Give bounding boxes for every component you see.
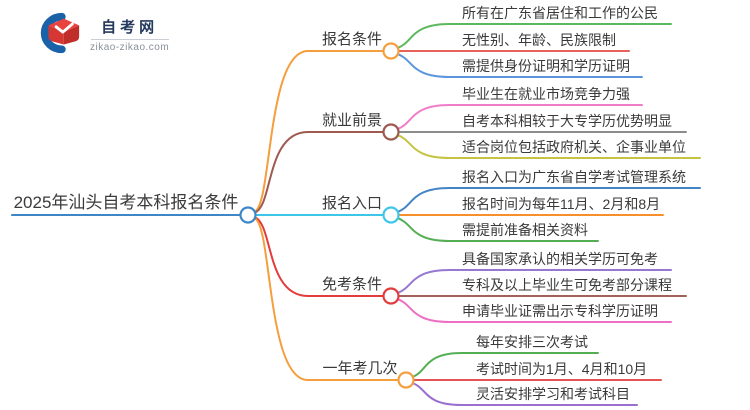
leaf-node: 毕业生在就业市场竞争力强 [462,86,630,102]
branch-label-registration-entrance: 报名入口 [321,195,382,212]
leaf-line [396,134,701,159]
branch-line-employment-prospects [254,131,385,214]
leaf-node: 报名时间为每年11月、2月和8月 [462,196,661,212]
site-name: 自考网 [101,18,159,36]
leaf-node: 需提前准备相关资料 [462,222,588,238]
leaf-line [411,382,638,406]
branch-label-registration-conditions: 报名条件 [321,31,382,48]
leaf-line [396,23,672,49]
branch-node-circle [382,206,400,224]
leaf-node: 适合岗位包括政府机关、企事业单位 [462,139,686,155]
branch-label-employment-prospects: 就业前景 [321,112,382,129]
branch-line-registration-conditions [254,50,385,213]
leaf-line [396,187,701,213]
branch-label-exemption-conditions: 免考条件 [321,276,382,293]
logo-text: 自考网 zikao-zikao.com [90,16,169,53]
branch-node-circle [382,123,400,141]
leaf-node: 需提供身份证明和学历证明 [462,58,630,74]
leaf-line [396,53,643,78]
site-logo[interactable]: 自考网 zikao-zikao.com [36,11,169,57]
leaf-node: 无性别、年龄、民族限制 [462,32,616,48]
leaf-line [396,298,672,323]
logo-divider [90,38,169,40]
leaf-node: 每年安排三次考试 [476,334,588,350]
leaf-node: 自考本科相较于大专学历优势明显 [462,113,672,129]
root-node-circle [239,206,257,224]
branch-node-circle [382,287,400,305]
leaf-node: 报名入口为广东省自学考试管理系统 [462,169,686,185]
branch-label-exams-per-year: 一年考几次 [322,360,398,377]
leaf-node: 专科及以上毕业生可免考部分课程 [462,277,672,293]
leaf-node: 具备国家承认的相关学历可免考 [462,251,658,267]
branch-line-exams-per-year [254,217,400,381]
site-domain: zikao-zikao.com [90,41,170,53]
graduation-cap-logo-icon [40,12,80,54]
root-node-label: 2025年汕头自考本科报名条件 [13,193,239,212]
leaf-node: 灵活安排学习和考试科目 [476,386,630,402]
leaf-line [411,352,599,378]
branch-node-circle [397,371,415,389]
branch-line-exemption-conditions [254,216,385,297]
leaf-line [396,217,599,242]
leaf-node: 所有在广东省居住和工作的公民 [462,5,658,21]
branch-node-circle [382,42,400,60]
leaf-line [396,269,672,294]
leaf-node: 申请毕业证需出示专科学历证明 [462,303,658,319]
leaf-node: 考试时间为1月、4月和10月 [476,361,648,377]
leaf-line [396,104,643,130]
